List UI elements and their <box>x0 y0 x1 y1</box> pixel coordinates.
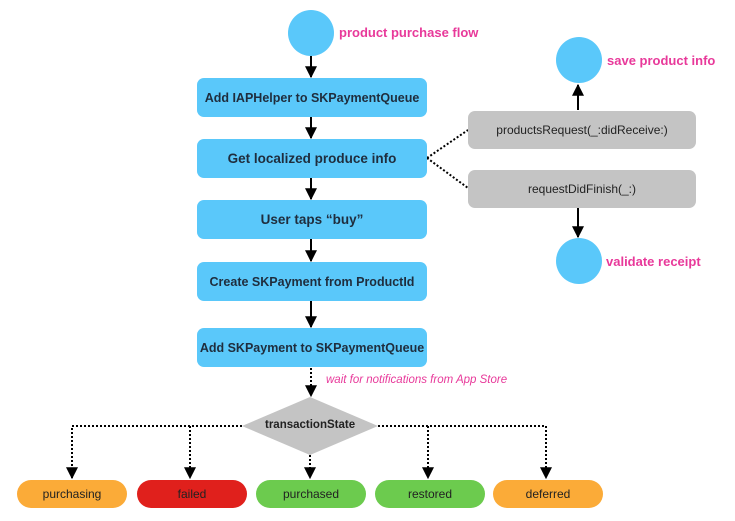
step-add-skpayment: Add SKPayment to SKPaymentQueue <box>197 328 427 367</box>
state-purchasing: purchasing <box>17 480 127 508</box>
save-circle <box>556 37 602 83</box>
start-label: product purchase flow <box>339 25 479 40</box>
branch-deferred <box>378 425 552 480</box>
state-failed: failed <box>137 480 247 508</box>
link-to-products-request <box>426 129 469 159</box>
link-to-request-did-finish <box>426 157 469 189</box>
wait-note: wait for notifications from App Store <box>326 374 508 386</box>
save-label: save product info <box>607 53 716 68</box>
step-add-iaphelper: Add IAPHelper to SKPaymentQueue <box>197 78 427 117</box>
decision-label: transactionState <box>265 419 356 431</box>
validate-label: validate receipt <box>606 254 701 269</box>
branch-purchasing <box>66 425 242 480</box>
step-user-taps-buy: User taps “buy” <box>197 200 427 239</box>
state-restored: restored <box>375 480 485 508</box>
step-create-skpayment: Create SKPayment from ProductId <box>197 262 427 301</box>
state-purchased: purchased <box>256 480 366 508</box>
state-deferred: deferred <box>493 480 603 508</box>
decision-diamond <box>242 397 378 455</box>
start-circle <box>288 10 334 56</box>
callback-products-request: productsRequest(_:didReceive:) <box>468 111 696 149</box>
validate-circle <box>556 238 602 284</box>
step-get-localized-info: Get localized produce info <box>197 139 427 178</box>
callback-request-did-finish: requestDidFinish(_:) <box>468 170 696 208</box>
